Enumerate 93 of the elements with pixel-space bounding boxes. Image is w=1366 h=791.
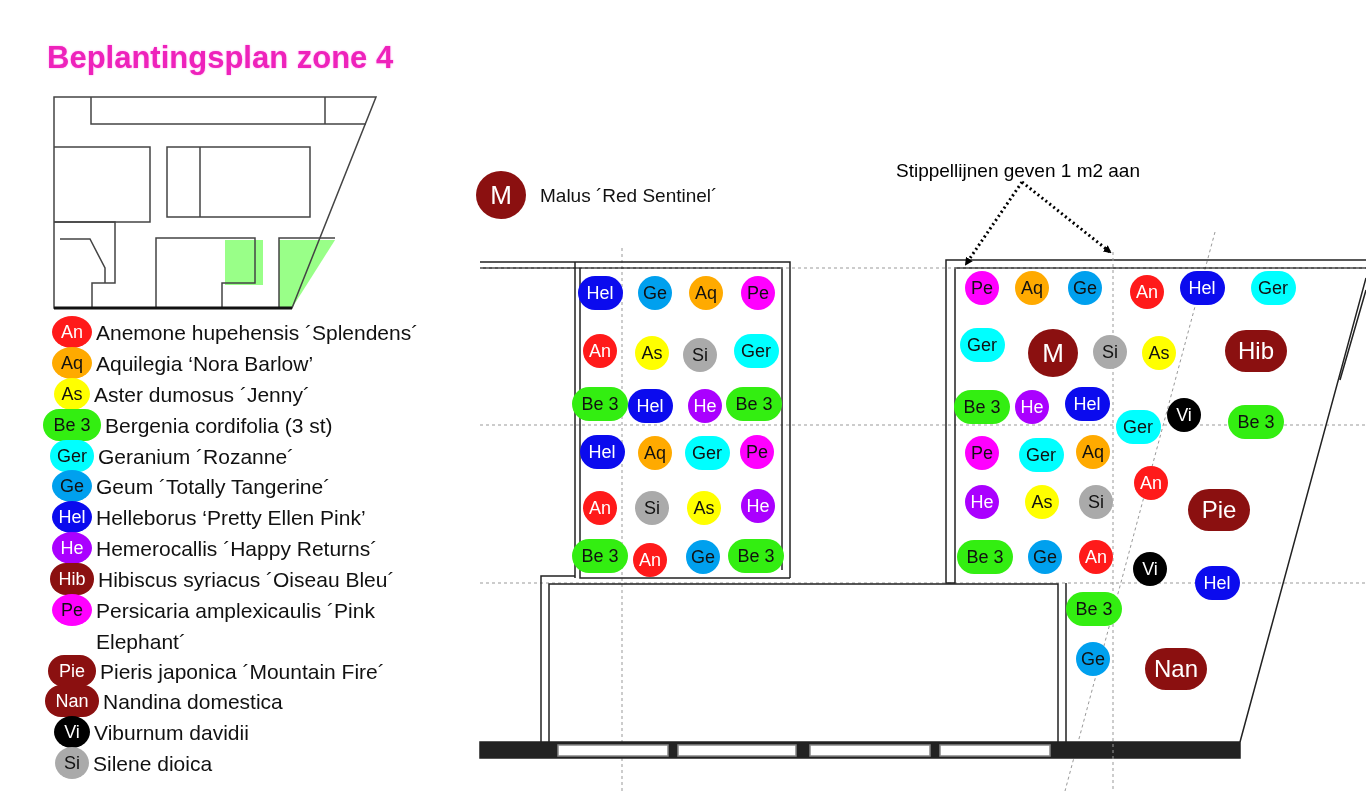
plant-marker: M bbox=[476, 171, 526, 219]
plant-marker: Ge bbox=[1028, 540, 1062, 574]
plant-marker: Si bbox=[683, 338, 717, 372]
plant-marker: M bbox=[1028, 329, 1078, 377]
plant-marker: He bbox=[1015, 390, 1049, 424]
plant-marker: Hel bbox=[627, 389, 673, 423]
plant-marker: Ger bbox=[1250, 271, 1296, 305]
plant-marker: Pie bbox=[1188, 489, 1250, 531]
plant-marker: As bbox=[1142, 336, 1176, 370]
plant-marker: Vi bbox=[54, 716, 90, 748]
leader-arrow bbox=[964, 181, 1024, 266]
plant-marker: Ge bbox=[1068, 271, 1102, 305]
plant-name: Hemerocallis ´Happy Returns´ bbox=[96, 536, 378, 562]
plant-marker: As bbox=[635, 336, 669, 370]
plant-marker: Hel bbox=[1194, 566, 1240, 600]
plant-marker: Ge bbox=[638, 276, 672, 310]
plant-marker: Pe bbox=[52, 594, 92, 626]
plant-marker: An bbox=[583, 334, 617, 368]
plant-marker: Be 3 bbox=[728, 539, 784, 573]
plant-marker: An bbox=[633, 543, 667, 577]
plant-name: Silene dioica bbox=[93, 751, 213, 777]
plant-marker: He bbox=[688, 389, 722, 423]
plant-marker: Hel bbox=[577, 276, 623, 310]
plant-marker: Si bbox=[1093, 335, 1127, 369]
plant-marker: Ger bbox=[959, 328, 1005, 362]
plant-marker: Ger bbox=[684, 436, 730, 470]
plant-marker: An bbox=[583, 491, 617, 525]
plant-name: Pieris japonica ´Mountain Fire´ bbox=[100, 659, 385, 685]
plant-marker: Si bbox=[1079, 485, 1113, 519]
plant-marker: An bbox=[52, 316, 92, 348]
plant-name: Bergenia cordifolia (3 st) bbox=[105, 413, 333, 439]
plant-marker: Nan bbox=[45, 685, 99, 717]
plant-marker: Be 3 bbox=[726, 387, 782, 421]
plant-marker: Be 3 bbox=[1066, 592, 1122, 626]
plant-name: Malus ´Red Sentinel´ bbox=[540, 184, 718, 208]
plant-name: Anemone hupehensis ´Splendens´ bbox=[96, 320, 419, 346]
plant-marker: Be 3 bbox=[1228, 405, 1284, 439]
plant-marker: Aq bbox=[52, 347, 92, 379]
plant-marker: Hel bbox=[1179, 271, 1225, 305]
plant-marker: Ger bbox=[50, 440, 94, 472]
plant-name: Persicaria amplexicaulis ´Pink Elephant´ bbox=[96, 598, 376, 655]
plant-marker: Hel bbox=[52, 501, 92, 533]
plant-marker: Ge bbox=[1076, 642, 1110, 676]
plant-marker: Ge bbox=[686, 540, 720, 574]
plant-marker: Ge bbox=[52, 470, 92, 502]
plant-marker: Aq bbox=[689, 276, 723, 310]
plant-marker: Nan bbox=[1145, 648, 1207, 690]
plant-marker: Ger bbox=[1115, 410, 1161, 444]
plant-name: Nandina domestica bbox=[103, 689, 283, 715]
plant-marker: Be 3 bbox=[572, 539, 628, 573]
plant-marker: As bbox=[1025, 485, 1059, 519]
plant-name: Geum ´Totally Tangerine´ bbox=[96, 474, 331, 500]
plant-marker: Hib bbox=[50, 563, 94, 595]
plant-marker: Hel bbox=[579, 435, 625, 469]
plant-name: Helleborus ‘Pretty Ellen Pink’ bbox=[96, 505, 366, 531]
plant-marker: Aq bbox=[1015, 271, 1049, 305]
plant-marker: Vi bbox=[1167, 398, 1201, 432]
plant-name: Viburnum davidii bbox=[94, 720, 249, 746]
plant-marker: Si bbox=[55, 747, 89, 779]
plant-marker: Hib bbox=[1225, 330, 1287, 372]
plant-marker: As bbox=[687, 491, 721, 525]
plant-marker: Hel bbox=[1064, 387, 1110, 421]
plant-name: Hibiscus syriacus ´Oiseau Bleu´ bbox=[98, 567, 395, 593]
plant-marker: As bbox=[54, 378, 90, 410]
plant-marker: Be 3 bbox=[954, 390, 1010, 424]
plant-marker: Be 3 bbox=[43, 409, 101, 441]
dotted-grid-line bbox=[479, 267, 1366, 269]
plant-marker: Pe bbox=[741, 276, 775, 310]
plant-marker: Pe bbox=[965, 271, 999, 305]
plant-marker: He bbox=[965, 485, 999, 519]
plant-marker: Be 3 bbox=[957, 540, 1013, 574]
plant-marker: Pie bbox=[48, 655, 96, 687]
plant-marker: An bbox=[1079, 540, 1113, 574]
annotation-note: Stippellijnen geven 1 m2 aan bbox=[896, 160, 1140, 182]
plant-marker: Pe bbox=[740, 435, 774, 469]
plant-marker: He bbox=[741, 489, 775, 523]
plant-name: Aster dumosus ´Jenny´ bbox=[94, 382, 310, 408]
title: Beplantingsplan zone 4 bbox=[47, 40, 394, 76]
plant-marker: An bbox=[1130, 275, 1164, 309]
plant-marker: Be 3 bbox=[572, 387, 628, 421]
plant-marker: Ger bbox=[733, 334, 779, 368]
plant-marker: An bbox=[1134, 466, 1168, 500]
plant-marker: Vi bbox=[1133, 552, 1167, 586]
plant-marker: Aq bbox=[1076, 435, 1110, 469]
plant-marker: He bbox=[52, 532, 92, 564]
plant-name: Geranium ´Rozanne´ bbox=[98, 444, 295, 470]
plant-marker: Si bbox=[635, 491, 669, 525]
leader-arrow bbox=[1021, 180, 1112, 254]
plant-marker: Pe bbox=[965, 436, 999, 470]
dotted-grid-line bbox=[1112, 251, 1114, 791]
plant-marker: Ger bbox=[1018, 438, 1064, 472]
plant-name: Aquilegia ‘Nora Barlow’ bbox=[96, 351, 314, 377]
plant-marker: Aq bbox=[638, 436, 672, 470]
